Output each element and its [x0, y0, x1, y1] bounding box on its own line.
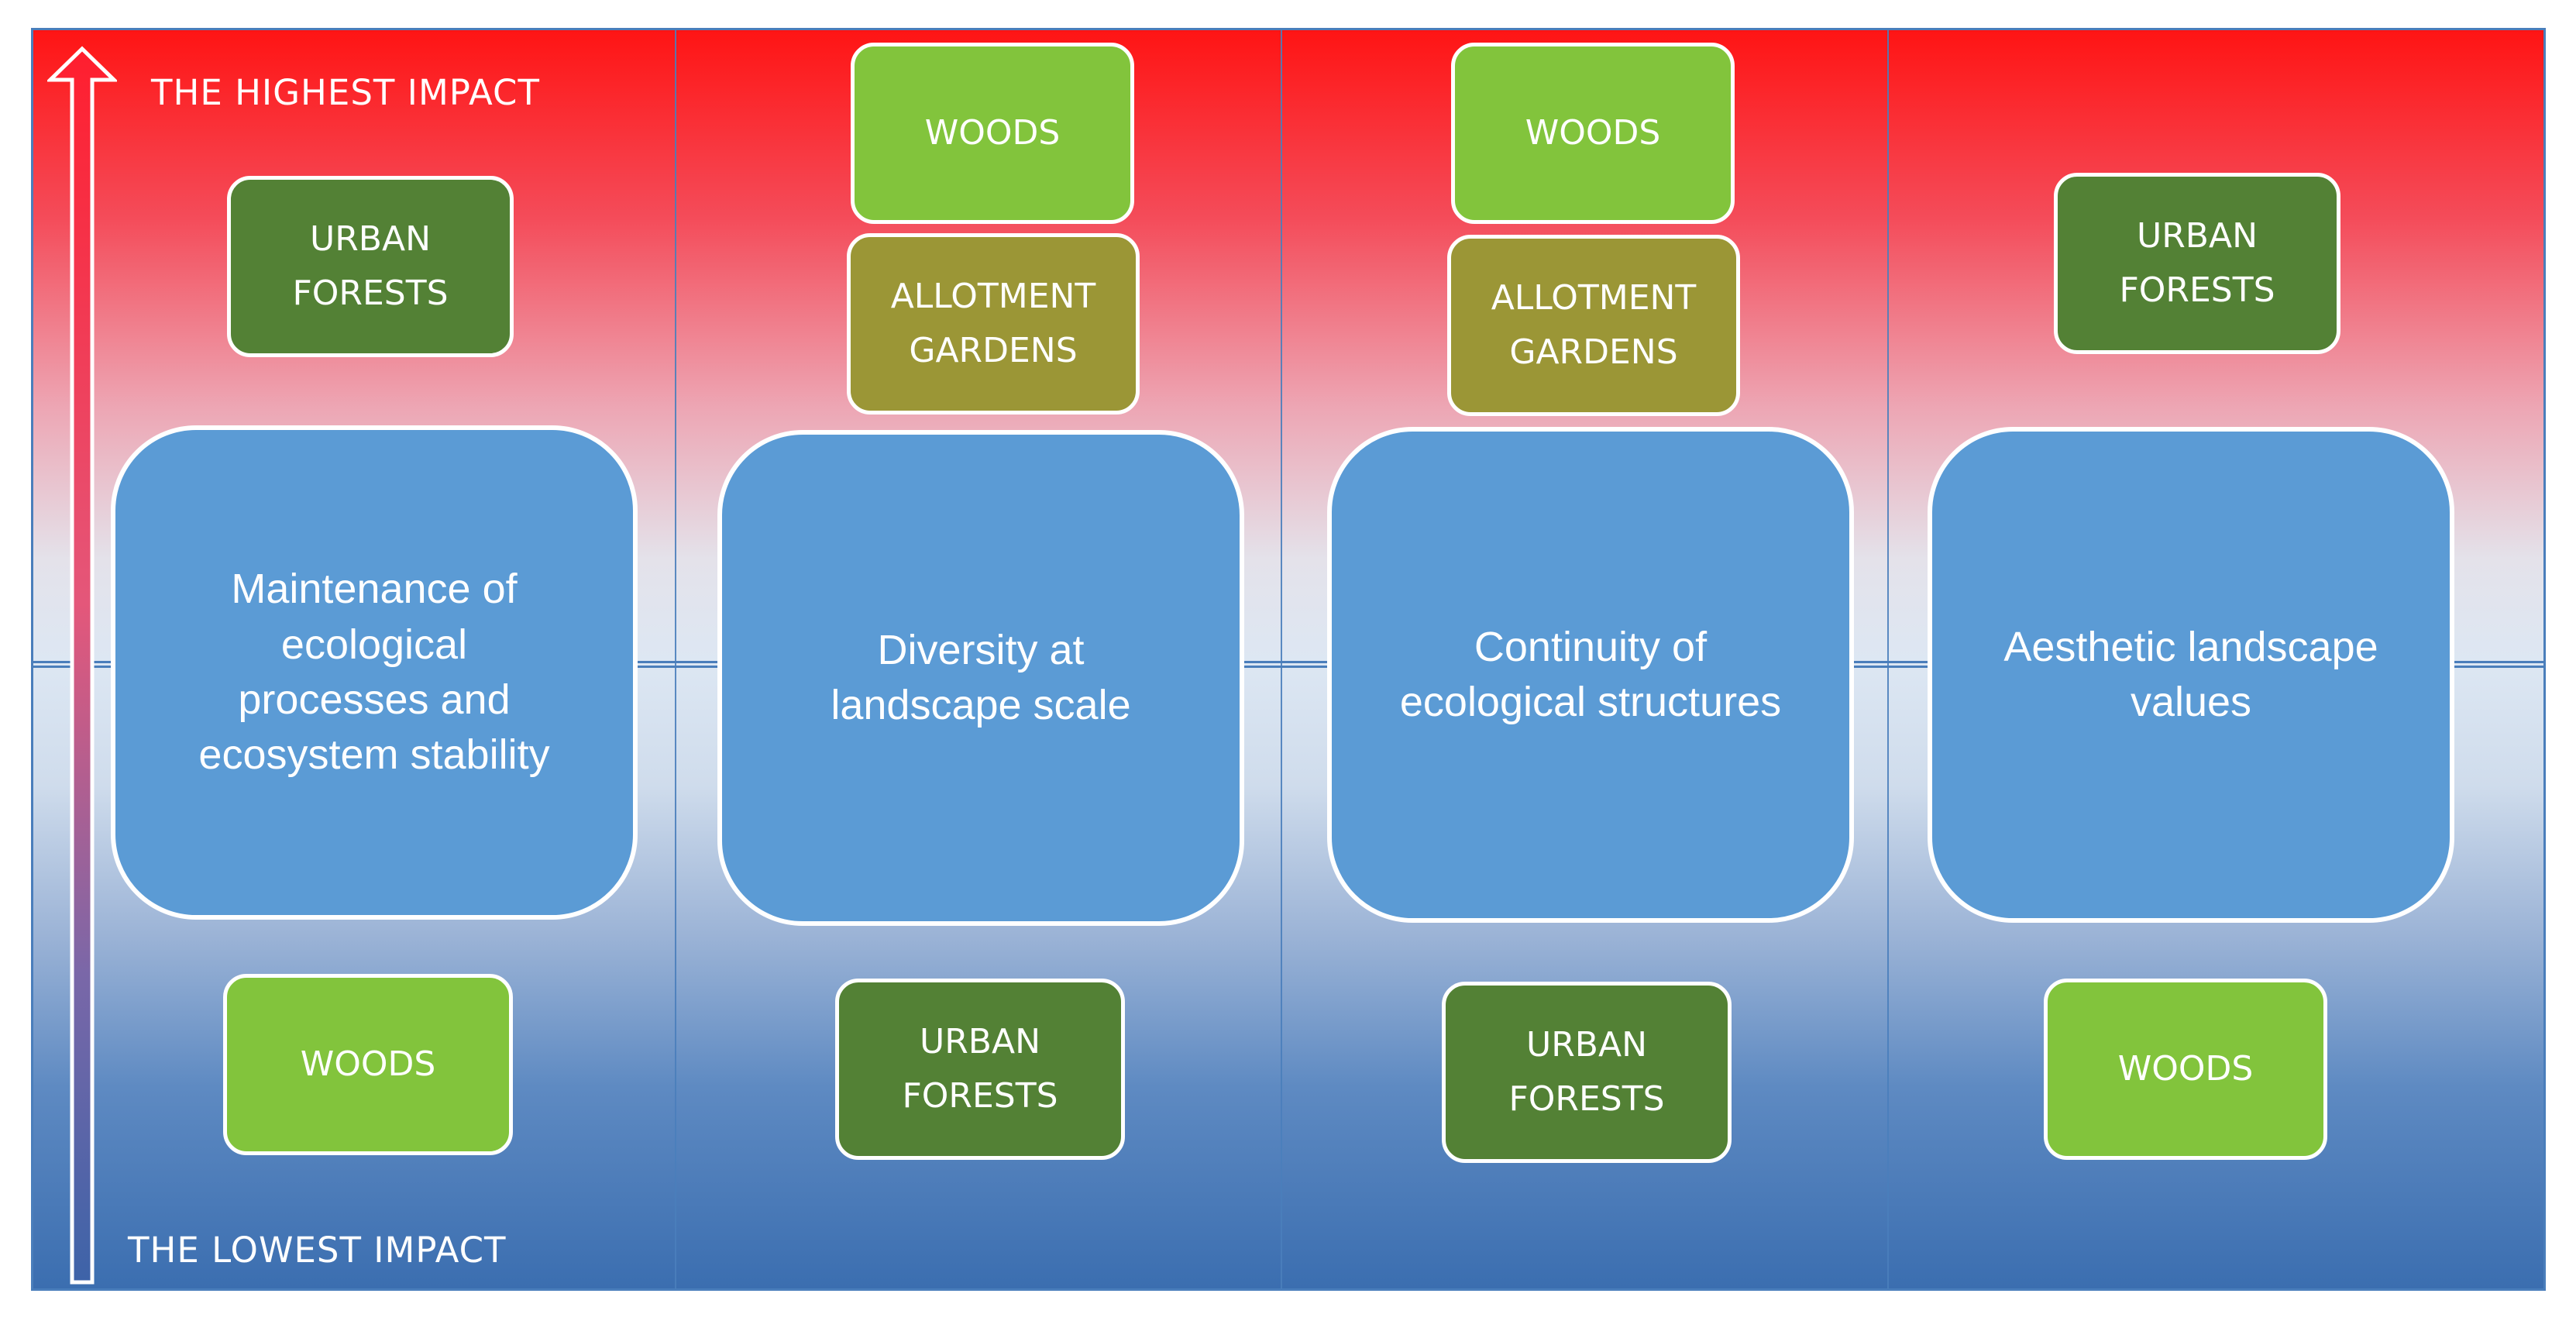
- urban-forests-box: URBAN FORESTS: [835, 979, 1125, 1160]
- category-box-diversity: Diversity at landscape scale: [717, 430, 1244, 926]
- highest-impact-label: THE HIGHEST IMPACT: [151, 72, 540, 113]
- urban-forests-box: URBAN FORESTS: [2054, 173, 2340, 354]
- mid-line: [33, 661, 2543, 663]
- category-box-ecological-processes: Maintenance of ecological processes and …: [111, 425, 638, 920]
- column-divider: [1281, 30, 1282, 1288]
- urban-forests-box: URBAN FORESTS: [1442, 982, 1732, 1163]
- urban-forests-box: URBAN FORESTS: [227, 176, 514, 357]
- woods-box: WOODS: [223, 974, 513, 1155]
- column-divider: [675, 30, 676, 1288]
- allotment-gardens-box: ALLOTMENT GARDENS: [1447, 235, 1740, 416]
- woods-box: WOODS: [851, 43, 1134, 224]
- column-divider: [1887, 30, 1889, 1288]
- category-box-aesthetic: Aesthetic landscape values: [1928, 427, 2454, 923]
- impact-diagram: THE HIGHEST IMPACT THE LOWEST IMPACT URB…: [31, 28, 2546, 1291]
- woods-box: WOODS: [1451, 43, 1735, 224]
- category-box-continuity: Continuity of ecological structures: [1327, 427, 1854, 923]
- impact-arrow-icon: [47, 46, 117, 1285]
- allotment-gardens-box: ALLOTMENT GARDENS: [847, 233, 1140, 415]
- woods-box: WOODS: [2044, 979, 2327, 1160]
- lowest-impact-label: THE LOWEST IMPACT: [128, 1230, 507, 1271]
